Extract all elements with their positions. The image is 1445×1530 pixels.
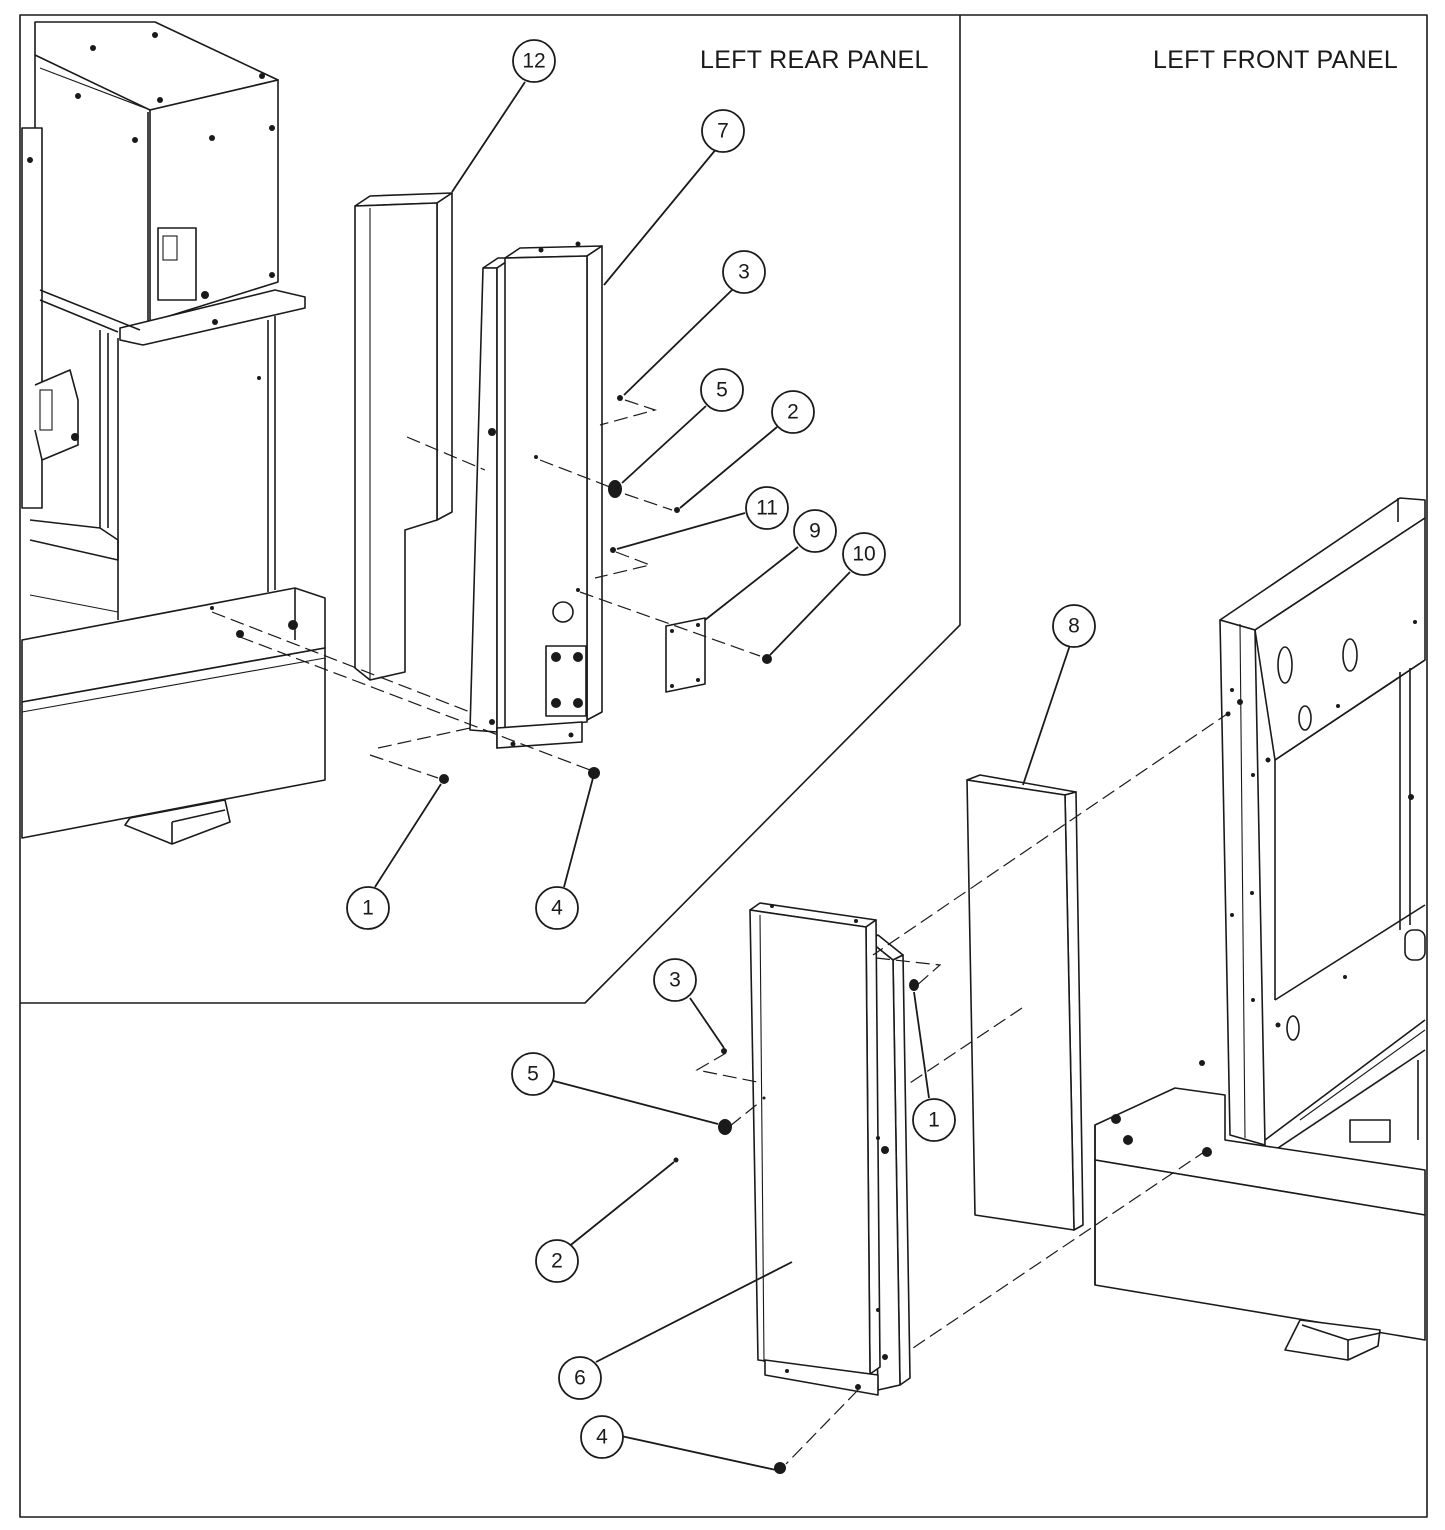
- callout-5-rear: 5: [700, 368, 744, 412]
- callout-4-rear-label: 4: [551, 897, 563, 920]
- callout-1-front-label: 1: [928, 1109, 940, 1132]
- rear-frame-fasteners: [27, 32, 298, 638]
- callout-6-label: 6: [574, 1367, 586, 1390]
- callout-12-label: 12: [522, 50, 545, 73]
- callout-2-front: 2: [535, 1239, 579, 1283]
- callout-1-rear: 1: [346, 886, 390, 930]
- front-alignment-lines: [695, 711, 1231, 1465]
- rear-machine-frame: [21, 21, 326, 845]
- callout-7-label: 7: [717, 120, 729, 143]
- callout-10-label: 10: [852, 543, 875, 566]
- callout-1-front: 1: [912, 1098, 956, 1142]
- callout-4-rear: 4: [535, 886, 579, 930]
- front-machine-frame: [1094, 497, 1426, 1361]
- callout-10: 10: [842, 532, 886, 576]
- callout-3-front: 3: [653, 958, 697, 1002]
- callout-3-rear: 3: [722, 250, 766, 294]
- callout-7: 7: [701, 109, 745, 153]
- detail-divider-line: [20, 15, 961, 1004]
- callout-2-front-label: 2: [551, 1250, 563, 1273]
- part-7-rear-panel: [469, 241, 603, 749]
- callout-5-rear-label: 5: [716, 379, 728, 402]
- callout-3-front-label: 3: [669, 969, 681, 992]
- drawing-border: [19, 14, 1428, 1518]
- callout-4-front: 4: [580, 1415, 624, 1459]
- callout-11: 11: [745, 486, 789, 530]
- callout-9-label: 9: [809, 520, 821, 543]
- callout-balloons: 12 7 3 5 2 11 9 10 1 4 8 3 5 1 2 6 4: [346, 39, 1096, 1459]
- leader-lines: [374, 81, 1071, 1471]
- callout-5-front: 5: [511, 1052, 555, 1096]
- callout-2-rear-label: 2: [787, 401, 799, 424]
- callout-12: 12: [512, 39, 556, 83]
- callout-5-front-label: 5: [527, 1063, 539, 1086]
- front-frame-fasteners: [1111, 620, 1417, 1157]
- callout-6: 6: [558, 1356, 602, 1400]
- front-hardware: [673, 979, 919, 1474]
- callout-8: 8: [1052, 604, 1096, 648]
- callout-9: 9: [793, 509, 837, 553]
- left-rear-panel-title: LEFT REAR PANEL: [700, 46, 929, 74]
- rear-alignment-lines: [211, 399, 761, 779]
- callout-2-rear: 2: [771, 390, 815, 434]
- rear-hardware: [439, 395, 772, 784]
- part-8-insulation: [966, 774, 1084, 1231]
- part-9-cover-plate: [665, 617, 706, 693]
- callout-1-rear-label: 1: [362, 897, 374, 920]
- callout-3-rear-label: 3: [738, 261, 750, 284]
- part-6-front-panel: [749, 902, 911, 1396]
- part-12-insulation: [354, 192, 453, 681]
- callout-8-label: 8: [1068, 615, 1080, 638]
- callout-11-label: 11: [756, 497, 778, 520]
- callout-4-front-label: 4: [596, 1426, 608, 1449]
- left-front-panel-title: LEFT FRONT PANEL: [1153, 46, 1399, 74]
